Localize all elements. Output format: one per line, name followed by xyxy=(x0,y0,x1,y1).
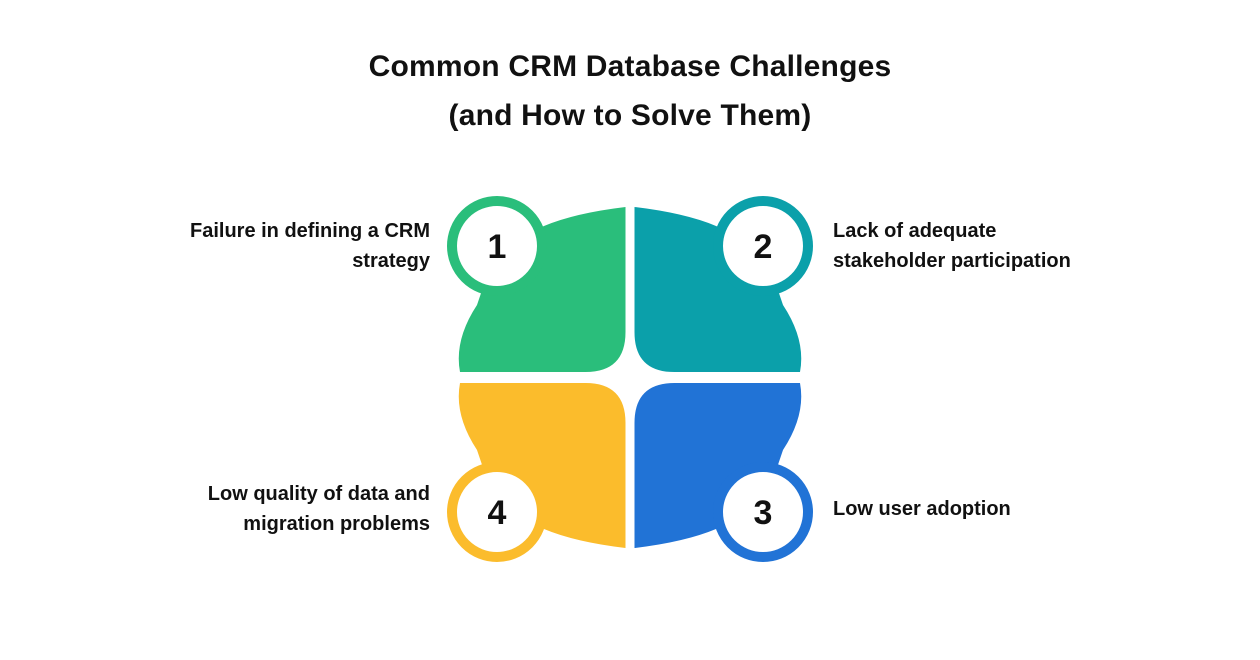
badge-number-4: 4 xyxy=(488,494,507,532)
page-title-line-1: Common CRM Database Challenges xyxy=(368,50,892,83)
label-low-user-adoption: Low user adoption xyxy=(833,498,1011,520)
badge-number-1: 1 xyxy=(488,228,507,266)
label-failure-crm-strategy: Failure in defining a CRM strategy xyxy=(189,220,430,272)
label-data-quality-migration: Low quality of data and migration proble… xyxy=(207,483,430,535)
badge-ring-4 xyxy=(447,462,547,562)
page-title: Common CRM Database Challenges (and How … xyxy=(0,42,1260,140)
label-stakeholder-participation: Lack of adequate stakeholder participati… xyxy=(833,220,1071,272)
badge-ring-3 xyxy=(713,462,813,562)
page-title-line-2: (and How to Solve Them) xyxy=(448,99,812,132)
badge-number-2: 2 xyxy=(754,228,773,266)
badge-number-3: 3 xyxy=(754,494,773,532)
badge-ring-1 xyxy=(447,196,547,296)
badge-ring-2 xyxy=(713,196,813,296)
